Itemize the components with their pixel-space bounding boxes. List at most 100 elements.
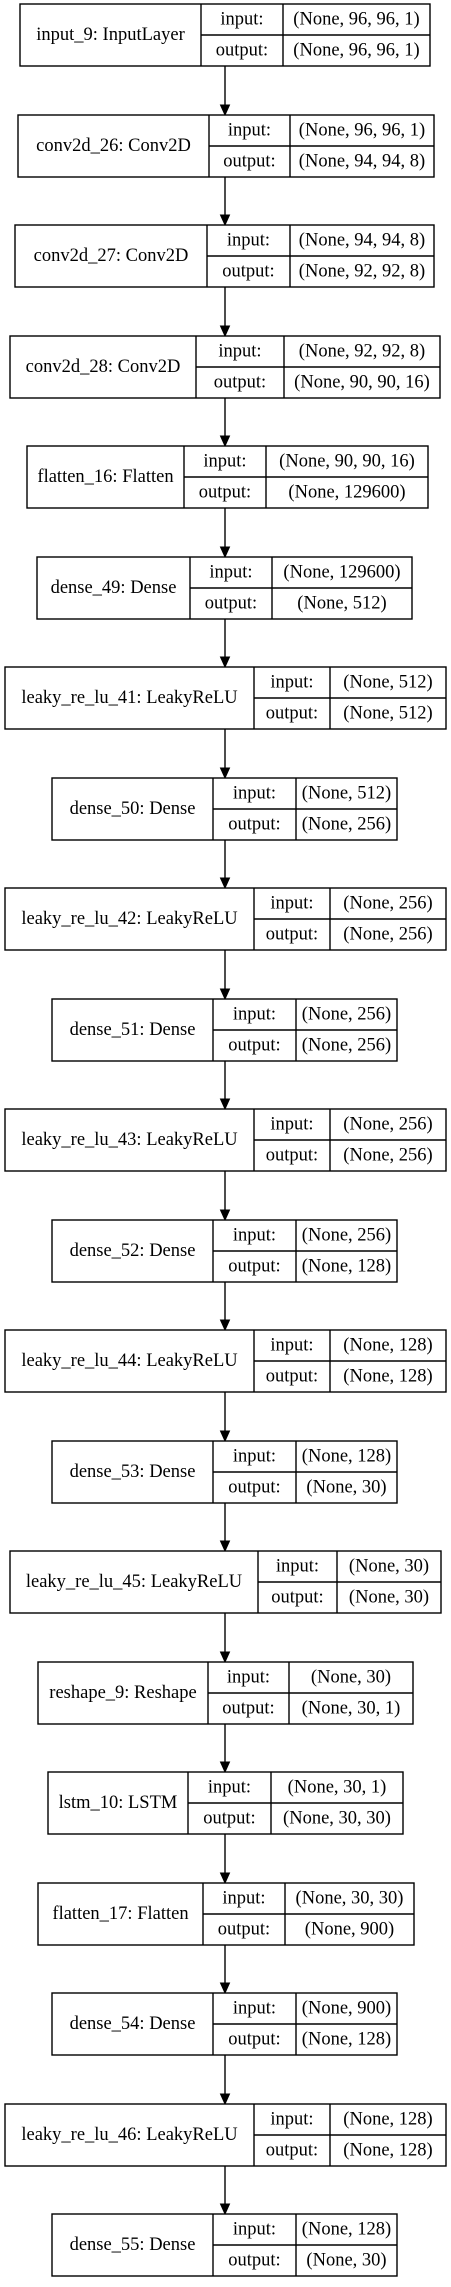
layer-name: dense_49: Dense [51,578,177,598]
input-label: input: [228,121,271,141]
input-label: input: [233,1999,276,2019]
input-shape: (None, 96, 96, 1) [293,10,419,30]
layer-node-leaky-re-lu-41: leaky_re_lu_41: LeakyReLUinput:output:(N… [4,666,447,730]
layer-name: dense_51: Dense [70,1020,196,1040]
input-label: input: [209,563,252,583]
output-shape: (None, 30) [349,1588,429,1608]
output-label: output: [266,1367,318,1387]
output-label: output: [222,262,274,282]
input-shape: (None, 30) [349,1557,429,1577]
layer-name: leaky_re_lu_43: LeakyReLU [21,1130,237,1150]
output-shape: (None, 128) [343,2141,432,2161]
output-shape: (None, 30) [306,1478,386,1498]
arrowhead-icon [219,1540,231,1553]
arrowhead-icon [219,988,231,1001]
output-label: output: [228,2030,280,2050]
arrowhead-icon [219,2203,231,2216]
input-shape: (None, 256) [343,1115,432,1135]
layer-node-leaky-re-lu-46: leaky_re_lu_46: LeakyReLUinput:output:(N… [4,2103,447,2167]
output-shape: (None, 129600) [288,483,405,503]
layer-name: lstm_10: LSTM [59,1793,178,1813]
output-label: output: [266,704,318,724]
output-shape: (None, 94, 94, 8) [299,152,425,172]
input-label: input: [270,1115,313,1135]
input-shape: (None, 256) [302,1005,391,1025]
input-shape: (None, 92, 92, 8) [299,342,425,362]
input-label: input: [220,10,263,30]
input-label: input: [208,1778,251,1798]
output-shape: (None, 256) [302,815,391,835]
layer-name: flatten_16: Flatten [37,467,173,487]
input-shape: (None, 94, 94, 8) [299,231,425,251]
input-shape: (None, 30, 1) [288,1778,387,1798]
input-label: input: [227,1668,270,1688]
output-shape: (None, 128) [343,1367,432,1387]
input-label: input: [270,1336,313,1356]
output-shape: (None, 30) [306,2251,386,2271]
output-label: output: [266,1146,318,1166]
input-shape: (None, 256) [343,894,432,914]
input-label: input: [227,231,270,251]
output-label: output: [271,1588,323,1608]
output-shape: (None, 900) [305,1920,394,1940]
arrowhead-icon [219,1651,231,1664]
layer-node-leaky-re-lu-43: leaky_re_lu_43: LeakyReLU input: output: (N… [4,1108,447,1172]
output-label: output: [218,1920,270,1940]
output-shape: (None, 92, 92, 8) [299,262,425,282]
arrowhead-icon [219,877,231,890]
arrowhead-icon [219,214,231,227]
layer-name: dense_54: Dense [70,2014,196,2034]
arrowhead-icon [219,1761,231,1774]
layer-name: flatten_17: Flatten [52,1904,188,1924]
layer-name: leaky_re_lu_45: LeakyReLU [26,1572,242,1592]
input-shape: (None, 30) [311,1668,391,1688]
layer-node-leaky-re-lu-42: leaky_re_lu_42: LeakyReLU input: output: (N… [4,887,447,951]
arrowhead-icon [219,1982,231,1995]
input-shape: (None, 128) [343,1336,432,1356]
output-label: output: [205,594,257,614]
output-shape: (None, 96, 96, 1) [293,41,419,61]
output-shape: (None, 256) [302,1036,391,1056]
layer-name: leaky_re_lu_46: LeakyReLU [21,2125,237,2145]
layer-name: leaky_re_lu_41: LeakyReLU [21,688,237,708]
layer-name: leaky_re_lu_42: LeakyReLU [21,909,237,929]
arrowhead-icon [219,1209,231,1222]
input-label: input: [276,1557,319,1577]
output-shape: (None, 128) [302,1257,391,1277]
layer-name: dense_52: Dense [70,1241,196,1261]
output-label: output: [228,815,280,835]
input-shape: (None, 30, 30) [296,1889,404,1909]
input-label: input: [233,1447,276,1467]
layer-name: input_9: InputLayer [36,25,184,45]
output-label: output: [216,41,268,61]
arrowhead-icon [219,1872,231,1885]
layer-name: conv2d_28: Conv2D [26,357,181,377]
arrowhead-icon [219,1430,231,1443]
layer-name: conv2d_26: Conv2D [36,136,191,156]
output-label: output: [266,925,318,945]
layer-node-input-9: input_9: InputLayer input: output: (None, 9… [19,3,431,67]
arrowhead-icon [219,1319,231,1332]
output-label: output: [223,152,275,172]
output-shape: (None, 256) [343,1146,432,1166]
arrowhead-icon [219,104,231,117]
output-label: output: [203,1809,255,1829]
input-shape: (None, 128) [302,2220,391,2240]
input-label: input: [270,894,313,914]
output-shape: (None, 30, 1) [302,1699,401,1719]
layer-name: leaky_re_lu_44: LeakyReLU [21,1351,237,1371]
output-label: output: [228,1036,280,1056]
output-label: output: [214,373,266,393]
arrowhead-icon [219,656,231,669]
arrowhead-icon [219,2093,231,2106]
